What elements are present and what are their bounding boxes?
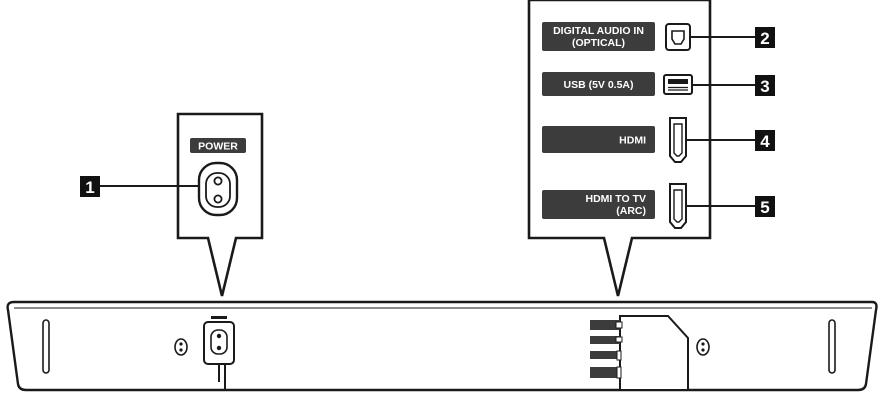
io-callout: DIGITAL AUDIO IN (OPTICAL) 2 USB (5V 0.5… — [527, 0, 775, 297]
digital-audio-in-label-box — [542, 22, 655, 51]
callout-1-number: 1 — [85, 178, 94, 197]
hdmi-label-box — [542, 126, 655, 153]
hdmi-arc-port-icon — [669, 183, 687, 229]
bar-power-socket-icon — [203, 316, 235, 390]
hdmi-to-tv-label-line1: HDMI TO TV — [586, 193, 646, 205]
soundbar-body — [6, 300, 878, 392]
hdmi-to-tv-row: HDMI TO TV (ARC) 5 — [542, 183, 775, 229]
left-mount-hole-icon — [174, 338, 188, 356]
hdmi-port-icon — [669, 117, 687, 163]
callout-5-badge — [755, 196, 775, 217]
ac-power-socket-icon — [197, 161, 239, 217]
hdmi-label: HDMI — [619, 135, 646, 147]
usb-label: USB (5V 0.5A) — [563, 79, 633, 91]
left-slot — [42, 319, 50, 374]
callout-4-number: 4 — [760, 132, 770, 151]
digital-audio-in-label-line2: (OPTICAL) — [572, 37, 625, 49]
callout-4-badge — [755, 130, 775, 151]
callout-3-badge — [755, 75, 775, 96]
callout-3-number: 3 — [760, 77, 769, 96]
digital-audio-in-row: DIGITAL AUDIO IN (OPTICAL) 2 — [542, 22, 775, 51]
callout-1-badge — [80, 176, 100, 197]
usb-label-box — [542, 72, 655, 96]
optical-port-icon — [665, 23, 691, 51]
hdmi-to-tv-label-line2: (ARC) — [616, 205, 646, 217]
hdmi-to-tv-label-box — [542, 190, 655, 219]
callout-2-badge — [755, 27, 775, 48]
power-callout: POWER 1 — [80, 112, 264, 297]
power-label: POWER — [198, 141, 238, 153]
usb-port-icon — [663, 74, 693, 95]
callout-5-number: 5 — [760, 198, 769, 217]
callout-2-number: 2 — [760, 29, 769, 48]
hdmi-row: HDMI 4 — [542, 117, 775, 163]
right-slot — [828, 319, 836, 374]
bar-io-panel — [590, 315, 689, 391]
power-label-box — [190, 138, 246, 153]
digital-audio-in-label-line1: DIGITAL AUDIO IN — [553, 25, 644, 37]
right-mount-hole-icon — [696, 338, 710, 356]
soundbar-outline — [6, 300, 878, 392]
usb-row: USB (5V 0.5A) 3 — [542, 72, 775, 96]
